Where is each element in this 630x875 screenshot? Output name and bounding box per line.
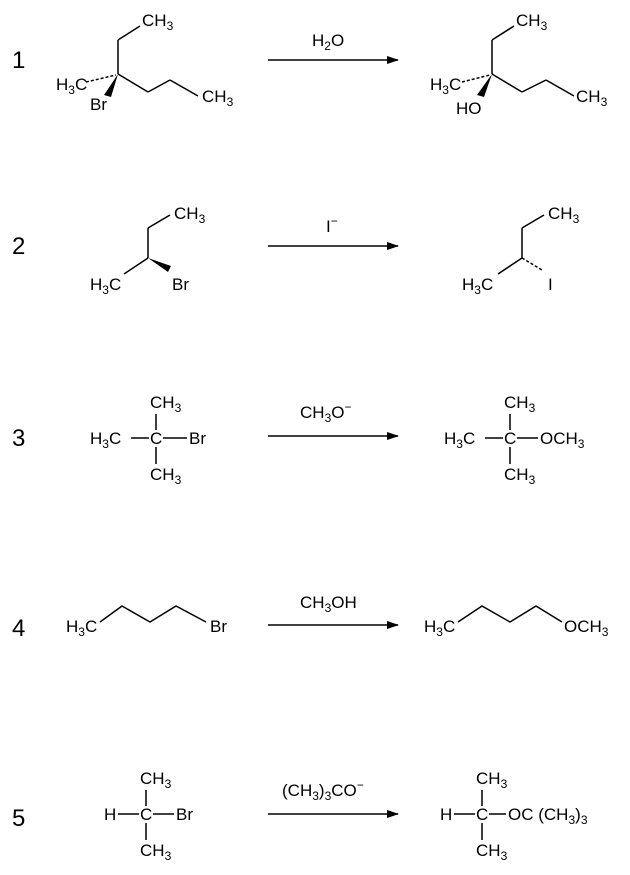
reactant-5: CH3 H C Br CH3 — [104, 769, 193, 863]
carbon-label: C — [140, 805, 152, 824]
hashed-bond — [85, 74, 117, 83]
wedge-bond — [477, 74, 492, 97]
ch3-label: CH3 — [174, 204, 206, 226]
wedge-bond — [104, 74, 118, 97]
product-5: CH3 H C OC (CH3)3 CH3 — [440, 769, 588, 863]
reagent-1: H2O — [312, 31, 344, 53]
ch3-label: CH3 — [476, 769, 508, 791]
reagent-5: (CH3)3CO− — [282, 778, 364, 803]
reaction-number-3: 3 — [12, 425, 25, 452]
iodine-label: I — [548, 275, 553, 294]
ch3-label: CH3 — [548, 204, 580, 226]
bromine-label: Br — [176, 805, 193, 824]
reaction-number-5: 5 — [12, 805, 25, 832]
hydrogen-label: H — [440, 805, 452, 824]
product-1: CH3 H3C CH3 HO — [430, 11, 608, 118]
bond — [117, 25, 141, 41]
carbon-label: C — [150, 429, 162, 448]
hydroxyl-label: HO — [456, 99, 482, 118]
bond — [147, 214, 171, 229]
reaction-4: 4 H3C Br CH3OH H3C OCH3 — [12, 593, 609, 642]
reagent-3: CH3O− — [300, 400, 352, 425]
methoxy-label: OCH3 — [540, 429, 585, 451]
bond — [169, 79, 199, 97]
reaction-number-4: 4 — [12, 615, 25, 642]
ch3-label: CH3 — [504, 393, 536, 415]
reactant-2: CH3 H3C Br — [90, 204, 206, 297]
ch3-label: CH3 — [142, 11, 174, 33]
reagent-2: I− — [326, 214, 338, 236]
bond — [497, 257, 523, 275]
bromine-label: Br — [172, 275, 189, 294]
product-2: CH3 H3C I — [462, 204, 580, 297]
bond — [521, 214, 545, 229]
reaction-1: 1 CH3 H3C CH3 Br H2O CH3 H3C — [12, 11, 608, 118]
bromine-label: Br — [210, 617, 227, 636]
bond — [491, 73, 523, 93]
reaction-3: 3 CH3 H3C C Br CH3 CH3O− CH3 H3C C OCH3 … — [12, 393, 585, 487]
hashed-bond — [521, 257, 543, 271]
carbon-chain — [99, 605, 207, 623]
methoxy-label: OCH3 — [564, 617, 609, 639]
carbon-label: C — [504, 429, 516, 448]
reactant-3: CH3 H3C C Br CH3 — [90, 393, 206, 487]
ch3-label: CH3 — [476, 841, 508, 863]
bond — [147, 79, 171, 93]
ch3-label: CH3 — [140, 769, 172, 791]
h3c-label: H3C — [66, 617, 97, 639]
ch3-label: CH3 — [150, 393, 182, 415]
bond — [117, 73, 149, 93]
ch3-label: CH3 — [140, 841, 172, 863]
h3c-label: H3C — [430, 75, 461, 97]
reaction-2: 2 CH3 H3C Br I− CH3 H3C I — [12, 204, 580, 297]
carbon-chain — [457, 605, 563, 623]
bond — [123, 257, 149, 275]
product-3: CH3 H3C C OCH3 CH3 — [444, 393, 585, 487]
reactant-4: H3C Br — [66, 605, 227, 639]
h3c-label: H3C — [444, 429, 475, 451]
h3c-label: H3C — [424, 617, 455, 639]
reactant-1: CH3 H3C CH3 Br — [56, 11, 234, 114]
wedge-bond — [148, 258, 171, 272]
bromine-label: Br — [189, 429, 206, 448]
h3c-label: H3C — [56, 75, 87, 97]
bond — [545, 79, 575, 97]
ch3-label: CH3 — [576, 87, 608, 109]
ch3-label: CH3 — [516, 11, 548, 33]
tert-butoxy-label: OC (CH3)3 — [508, 805, 588, 827]
product-4: H3C OCH3 — [424, 605, 609, 639]
bond — [521, 79, 547, 93]
h3c-label: H3C — [462, 275, 493, 297]
ch3-label: CH3 — [150, 465, 182, 487]
reaction-number-2: 2 — [12, 233, 25, 260]
h3c-label: H3C — [90, 275, 121, 297]
hydrogen-label: H — [104, 805, 116, 824]
reaction-number-1: 1 — [12, 47, 25, 74]
bond — [491, 25, 515, 41]
bromine-label: Br — [90, 95, 107, 114]
h3c-label: H3C — [90, 429, 121, 451]
reaction-5: 5 CH3 H C Br CH3 (CH3)3CO− CH3 H C OC (C… — [12, 769, 588, 863]
ch3-label: CH3 — [504, 465, 536, 487]
carbon-label: C — [476, 805, 488, 824]
ch3-label: CH3 — [202, 87, 234, 109]
hashed-bond — [461, 74, 491, 83]
reagent-4: CH3OH — [300, 593, 357, 615]
